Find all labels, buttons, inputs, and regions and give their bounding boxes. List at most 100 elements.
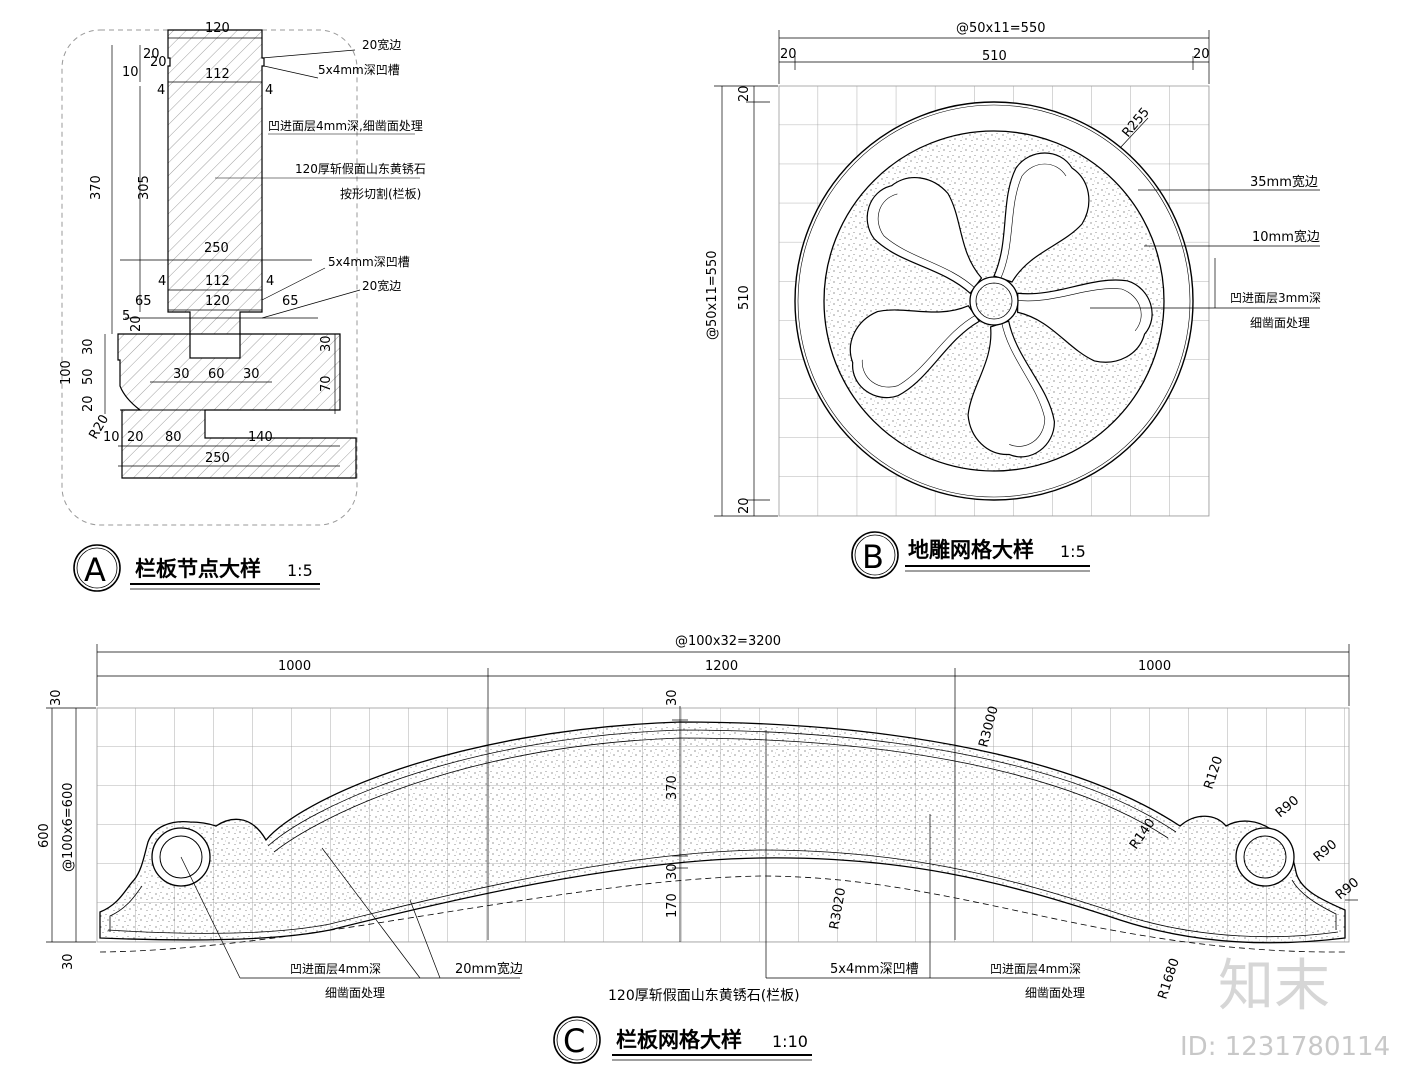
dim-a-5: 5 [122, 309, 130, 324]
note-a-recess: 凹进面层4mm深,细凿面处理 [268, 119, 423, 133]
detail-b: @50x11=550 20 510 20 @50x11=550 510 20 2… [705, 21, 1321, 579]
detail-b-letter: B [862, 538, 884, 576]
note-a-edge20: 20宽边 [362, 37, 401, 52]
note-c-stone: 120厚斩假面山东黄锈石(栏板) [608, 987, 800, 1004]
dim-a-g60: 60 [208, 367, 225, 382]
watermark-id: ID: 1231780114 [1180, 1032, 1390, 1062]
dim-a-370: 370 [89, 175, 104, 200]
dim-b-vb20: 20 [737, 497, 752, 514]
dim-a-10: 10 [122, 65, 139, 80]
detail-a-title-text: 栏板节点大样 [135, 557, 261, 581]
dim-a-b250: 250 [205, 451, 230, 466]
dim-a-65b: 65 [282, 294, 299, 309]
note-b-recess2: 细凿面处理 [1250, 316, 1310, 330]
dim-a-b80: 80 [165, 430, 182, 445]
note-a-groove2: 5x4mm深凹槽 [328, 255, 410, 269]
dim-a-4c: 4 [158, 274, 166, 289]
detail-c-dim-lines [46, 644, 1358, 979]
dim-a-b20: 20 [127, 430, 144, 445]
flower-carving [829, 152, 1165, 478]
detail-a-scale: 1:5 [287, 561, 313, 580]
dim-c-top: @100x32=3200 [675, 634, 781, 649]
dim-a-4: 4 [157, 83, 165, 98]
balustrade-section [117, 29, 357, 479]
dim-a-20b: 20 [150, 55, 167, 70]
dim-a-100: 100 [59, 360, 74, 385]
note-a-stone1: 120厚斩假面山东黄锈石 [295, 162, 426, 176]
detail-b-title-text: 地雕网格大样 [908, 538, 1034, 562]
note-b-edge35: 35mm宽边 [1250, 174, 1318, 190]
dim-a-b10: 10 [103, 430, 120, 445]
dim-a-120b: 120 [205, 294, 230, 309]
dim-a-g30b: 30 [243, 367, 260, 382]
detail-c: @100x32=3200 1000 1200 1000 600 @100x6=6… [37, 634, 1362, 1064]
dim-a-70: 70 [319, 375, 334, 392]
detail-a-letter: A [84, 551, 106, 589]
dim-a-20: 20 [143, 47, 160, 62]
dim-a-20c: 20 [129, 315, 144, 332]
dim-a-120: 120 [205, 21, 230, 36]
dim-c-m30b: 30 [665, 863, 680, 880]
dim-c-s2: 1200 [705, 659, 738, 674]
detail-b-dim-lines [714, 30, 1320, 517]
top-groove [189, 333, 241, 359]
dim-b-r20: 20 [1193, 47, 1210, 62]
dim-a-305: 305 [137, 175, 152, 200]
detail-c-letter: C [563, 1022, 585, 1060]
dim-a-65: 65 [135, 294, 152, 309]
note-a-stone2: 按形切割(栏板) [340, 186, 421, 201]
detail-c-title: C 栏板网格大样 1:10 [553, 1016, 812, 1064]
detail-a: 120 20 20 10 112 4 4 370 305 250 112 4 4… [59, 21, 426, 592]
detail-a-notes: 20宽边 5x4mm深凹槽 凹进面层4mm深,细凿面处理 120厚斩假面山东黄锈… [215, 37, 426, 293]
dim-b-mid: 510 [982, 49, 1007, 64]
note-c-recessR1: 凹进面层4mm深 [990, 962, 1081, 976]
detail-a-title: A 栏板节点大样 1:5 [73, 544, 320, 592]
note-a-groove: 5x4mm深凹槽 [318, 63, 400, 77]
dim-a-4b: 4 [265, 83, 273, 98]
detail-a-dims: 120 20 20 10 112 4 4 370 305 250 112 4 4… [59, 21, 334, 466]
watermark-logo-text: 知末 [1218, 954, 1330, 1019]
dim-c-vleft2: @100x6=600 [61, 783, 76, 872]
dim-c-m370: 370 [665, 775, 680, 800]
dim-a-30: 30 [81, 338, 96, 355]
dim-a-b140: 140 [248, 430, 273, 445]
dim-a-g30: 30 [173, 367, 190, 382]
note-c-edge20: 20mm宽边 [455, 961, 523, 977]
dim-a-20d: 20 [81, 395, 96, 412]
detail-b-notes: 35mm宽边 10mm宽边 凹进面层3mm深 细凿面处理 [1230, 174, 1321, 330]
dim-b-l20: 20 [780, 47, 797, 62]
detail-c-notes: 凹进面层4mm深 细凿面处理 20mm宽边 5x4mm深凹槽 凹进面层4mm深 … [290, 961, 1085, 1004]
note-b-edge10: 10mm宽边 [1252, 229, 1320, 245]
dim-a-4d: 4 [266, 274, 274, 289]
dim-b-vleft: @50x11=550 [705, 251, 720, 340]
dim-b-top: @50x11=550 [956, 21, 1045, 36]
detail-b-scale: 1:5 [1060, 542, 1086, 561]
note-c-recessL2: 细凿面处理 [325, 986, 385, 1000]
dim-c-m170: 170 [665, 893, 680, 918]
note-c-recessL1: 凹进面层4mm深 [290, 962, 381, 976]
detail-b-title: B 地雕网格大样 1:5 [851, 531, 1090, 579]
detail-c-title-text: 栏板网格大样 [616, 1028, 742, 1052]
dim-c-s3: 1000 [1138, 659, 1171, 674]
dim-c-vt30: 30 [49, 689, 64, 706]
note-c-groove: 5x4mm深凹槽 [830, 962, 919, 977]
dim-c-s1: 1000 [278, 659, 311, 674]
detail-c-scale: 1:10 [772, 1032, 808, 1051]
note-a-edge20b: 20宽边 [362, 278, 401, 293]
dim-c-m30a: 30 [665, 689, 680, 706]
dim-c-r3020: R3020 [827, 887, 849, 931]
dim-b-vt20: 20 [737, 85, 752, 102]
dim-a-30b: 30 [319, 335, 334, 352]
note-b-recess1: 凹进面层3mm深 [1230, 291, 1321, 305]
dim-a-112: 112 [205, 67, 230, 82]
detail-a-dim-lines [104, 37, 361, 467]
dim-a-50: 50 [81, 368, 96, 385]
note-c-recessR2: 细凿面处理 [1025, 986, 1085, 1000]
watermark: 知末 ID: 1231780114 [1180, 954, 1390, 1062]
dim-c-vb30: 30 [61, 953, 76, 970]
dim-c-r1680: R1680 [1156, 957, 1183, 1002]
dim-a-250: 250 [204, 241, 229, 256]
dim-b-vmid: 510 [737, 285, 752, 310]
dim-c-vleft1: 600 [37, 823, 52, 848]
